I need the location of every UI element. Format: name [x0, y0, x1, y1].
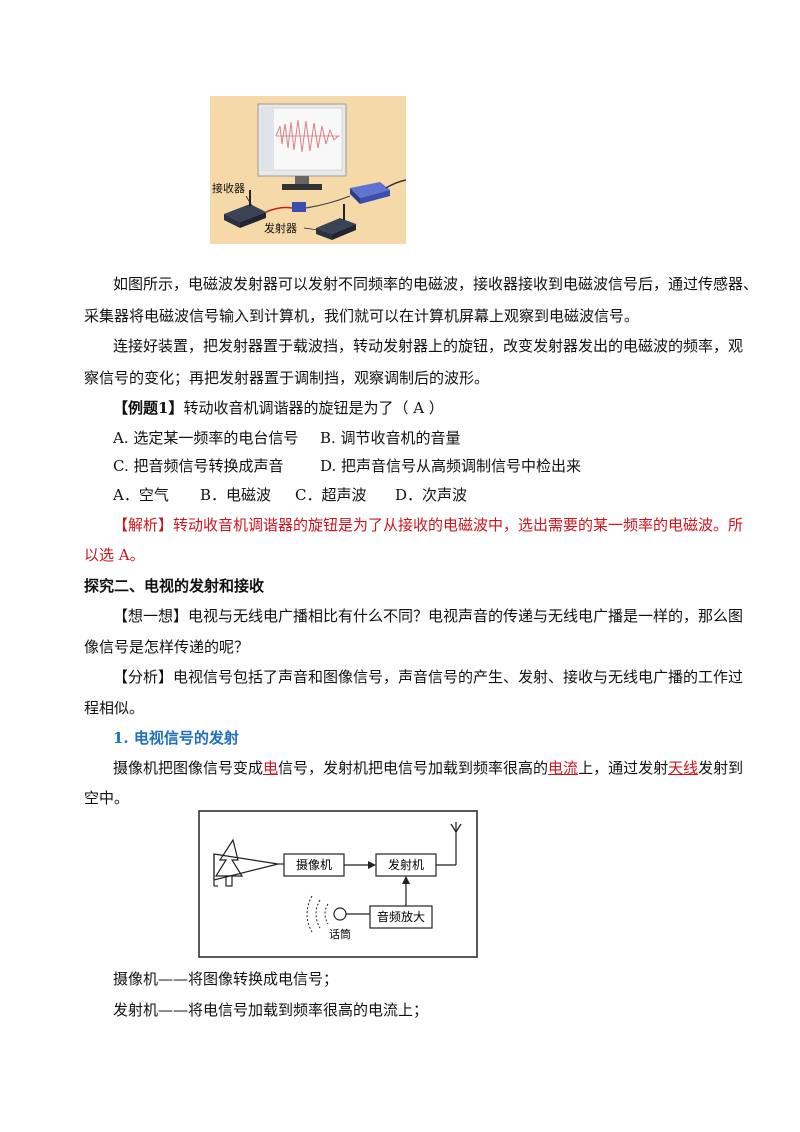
extra-option-c: C．超声波: [295, 486, 367, 504]
sub1-line2: 空中。: [84, 789, 130, 807]
section2-analysis-line1: 【分析】电视信号包括了声音和图像信号，声音信号的产生、发射、接收与无线电广播的工…: [113, 666, 743, 688]
section2-heading: 探究二、电视的发射和接收: [84, 577, 265, 595]
transmitter-note: 发射机——将电信号加载到频率很高的电流上；: [113, 1001, 429, 1019]
example1-analysis-line1: 【解析】转动收音机调谐器的旋钮是为了从接收的电磁波中，选出需要的某一频率的电磁波…: [113, 514, 743, 536]
para2-line2: 察信号的变化；再把发射器置于调制挡，观察调制后的波形。: [84, 369, 490, 387]
example1-option-c: C. 把音频信号转换成声音: [113, 457, 284, 475]
extra-option-a: A．空气: [113, 486, 169, 504]
think-line1: 【想一想】电视与无线电广播相比有什么不同？电视声音的传递与无线电广播是一样的，那…: [113, 605, 743, 627]
fill-blank-1: 电: [263, 759, 279, 777]
sub1-text-pre: 摄像机把图像信号变成: [113, 759, 264, 777]
example1-tag: 【例题1】: [113, 399, 184, 417]
camera-block: 摄像机: [283, 853, 345, 877]
microphone-icon: [306, 895, 370, 933]
transmitter-device: [316, 204, 356, 240]
transmitter-block: 发射机: [375, 853, 437, 877]
receiver-device: [224, 190, 266, 228]
fill-blank-3: 天线: [668, 759, 699, 777]
sub1-line1: 摄像机把图像信号变成电信号，发射机把电信号加载到频率很高的电流上，通过发射天线发…: [113, 757, 743, 779]
section2-analysis-line2: 程相似。: [84, 699, 145, 717]
fill-blank-2: 电流: [548, 759, 579, 777]
amplifier-label: 音频放大: [377, 909, 425, 924]
sub1-text-post: 发射到: [698, 759, 744, 777]
example1-question: 【例题1】转动收音机调谐器的旋钮是为了（ A ）: [113, 397, 444, 419]
tree-scene-icon: [213, 838, 279, 887]
example1-analysis-line2: 以选 A。: [84, 546, 145, 564]
receiver-label: 接收器: [212, 181, 245, 195]
analysis-text: 转动收音机调谐器的旋钮是为了从接收的电磁波中，选出需要的某一频率的电磁波。所: [173, 516, 744, 534]
para1-line2: 采集器将电磁波信号输入到计算机，我们就可以在计算机屏幕上观察到电磁波信号。: [84, 307, 640, 325]
sub1-text-mid2: 上，通过发射: [578, 759, 669, 777]
microphone-label: 话筒: [329, 927, 351, 941]
diagram-frame: [198, 810, 478, 958]
think-text: 电视与无线电广播相比有什么不同？电视声音的传递与无线电广播是一样的，那么图: [188, 607, 744, 625]
connector-box: [265, 195, 351, 213]
think-line2: 像信号是怎样传递的呢？: [84, 638, 250, 656]
tv-transmission-diagram: 摄像机 发射机 音频放大 话筒: [198, 810, 478, 958]
para2-line1: 连接好装置，把发射器置于载波挡，转动发射器上的旋钮，改变发射器发出的电磁波的频率…: [113, 337, 744, 355]
think-tag: 【想一想】: [113, 607, 189, 625]
analysis-tag: 【解析】: [113, 516, 174, 534]
section2-analysis-tag: 【分析】: [113, 668, 174, 686]
example1-option-d: D. 把声音信号从高频调制信号中检出来: [320, 457, 582, 475]
camera-note: 摄像机——将图像转换成电信号；: [113, 970, 339, 988]
example1-option-b: B. 调节收音机的音量: [320, 429, 461, 447]
transmitter-block-label: 发射机: [388, 857, 424, 872]
para1-line1: 如图所示，电磁波发射器可以发射不同频率的电磁波，接收器接收到电磁波信号后，通过传…: [113, 275, 759, 293]
sensor-box: [350, 179, 406, 204]
example1-question-text: 转动收音机调谐器的旋钮是为了（ A ）: [183, 399, 444, 417]
apparatus-figure: 接收器 发射器: [210, 96, 406, 244]
example1-option-a: A. 选定某一频率的电台信号: [113, 429, 299, 447]
computer-monitor: [257, 103, 347, 190]
amplifier-block: 音频放大: [369, 905, 433, 929]
sub1-text-mid1: 信号，发射机把电信号加载到频率很高的: [278, 759, 549, 777]
extra-option-b: B．电磁波: [200, 486, 272, 504]
section2-analysis-text: 电视信号包括了声音和图像信号，声音信号的产生、发射、接收与无线电广播的工作过: [173, 668, 744, 686]
sub1-heading: 1. 电视信号的发射: [113, 729, 239, 747]
camera-label: 摄像机: [296, 857, 332, 872]
extra-option-d: D．次声波: [395, 486, 468, 504]
transmitter-label: 发射器: [264, 221, 297, 235]
antenna-icon: [436, 822, 462, 866]
